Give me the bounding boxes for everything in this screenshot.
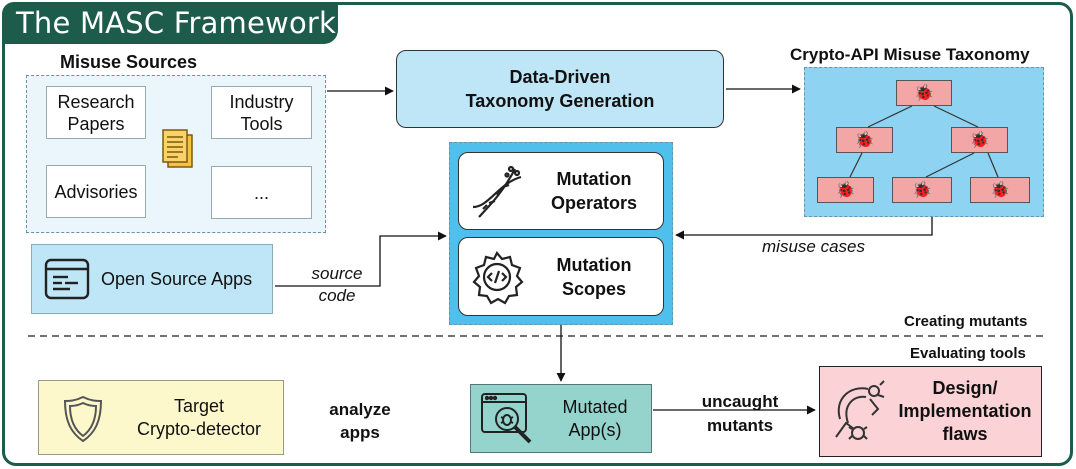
flaws-label: Design/ Implementation flaws bbox=[892, 367, 1038, 456]
flaws-box: Design/ Implementation flaws bbox=[819, 366, 1042, 457]
analyze-apps-line2: apps bbox=[340, 423, 380, 442]
phase-evaluating-label: Evaluating tools bbox=[910, 345, 1026, 362]
analyze-apps-label: analyze apps bbox=[320, 398, 400, 444]
bug-icon: 🐞 bbox=[835, 182, 856, 199]
open-source-apps-box: Open Source Apps bbox=[31, 244, 273, 314]
taxonomy-leaf-2: 🐞 bbox=[892, 177, 952, 203]
flaws-line1: Design/ bbox=[932, 378, 998, 398]
mutation-scopes-box: Mutation Scopes bbox=[458, 237, 664, 316]
mutation-operators-line1: Mutation bbox=[556, 169, 632, 189]
mutated-apps-label: Mutated App(s) bbox=[541, 385, 649, 452]
industry-tools-card: Industry Tools bbox=[211, 86, 312, 139]
source-code-line2: code bbox=[318, 286, 356, 305]
target-line1: Target bbox=[173, 395, 225, 416]
taxonomy-generation-line1: Data-Driven bbox=[509, 67, 611, 87]
uncaught-line2: mutants bbox=[706, 416, 774, 435]
gear-code-icon bbox=[469, 249, 525, 305]
analyze-apps-line1: analyze bbox=[329, 400, 391, 419]
framework-title: The MASC Framework bbox=[2, 2, 338, 44]
flaws-line3: flaws bbox=[942, 424, 988, 444]
bug-icon: 🐞 bbox=[854, 132, 875, 149]
taxonomy-leaf-3: 🐞 bbox=[970, 177, 1030, 203]
taxonomy-generation-box: Data-Driven Taxonomy Generation bbox=[396, 50, 724, 128]
source-code-label: source code bbox=[302, 263, 372, 307]
target-line2: Crypto-detector bbox=[136, 418, 262, 439]
terminal-window-icon bbox=[44, 258, 90, 300]
mutated-apps-line2: App(s) bbox=[568, 419, 622, 440]
taxonomy-node-right: 🐞 bbox=[951, 127, 1008, 153]
bug-icon: 🐞 bbox=[912, 182, 932, 199]
taxonomy-heading: Crypto-API Misuse Taxonomy bbox=[790, 45, 1030, 64]
shield-icon bbox=[63, 395, 103, 443]
uncaught-mutants-label: uncaught mutants bbox=[690, 390, 790, 438]
phase-creating-label: Creating mutants bbox=[904, 313, 1028, 330]
mutation-operators-label: Mutation Operators bbox=[529, 153, 659, 229]
target-detector-box: Target Crypto-detector bbox=[38, 380, 284, 455]
document-icon bbox=[160, 128, 196, 170]
bug-icon: 🐞 bbox=[969, 132, 990, 149]
target-detector-label: Target Crypto-detector bbox=[119, 381, 279, 454]
open-source-apps-label: Open Source Apps bbox=[101, 269, 253, 289]
robot-arm-bug-icon bbox=[830, 379, 892, 445]
flaws-line2: Implementation bbox=[898, 401, 1032, 421]
mutation-scopes-line2: Scopes bbox=[561, 278, 627, 299]
dna-icon bbox=[467, 163, 527, 223]
advisories-card: Advisories bbox=[46, 165, 146, 218]
mutated-apps-line1: Mutated bbox=[562, 396, 628, 417]
bug-icon: 🐞 bbox=[990, 182, 1010, 199]
source-code-line1: source bbox=[311, 264, 363, 283]
taxonomy-leaf-1: 🐞 bbox=[817, 177, 874, 203]
mutated-apps-box: Mutated App(s) bbox=[470, 384, 652, 453]
misuse-sources-heading: Misuse Sources bbox=[60, 52, 198, 72]
bug-search-icon bbox=[480, 392, 538, 447]
bug-icon: 🐞 bbox=[914, 85, 934, 102]
misuse-cases-label: misuse cases bbox=[762, 237, 865, 256]
taxonomy-generation-line2: Taxonomy Generation bbox=[465, 91, 655, 111]
more-sources-card: ... bbox=[211, 166, 312, 219]
mutation-operators-line2: Operators bbox=[550, 193, 638, 213]
mutation-operators-box: Mutation Operators bbox=[458, 152, 664, 230]
mutation-scopes-label: Mutation Scopes bbox=[529, 238, 659, 315]
taxonomy-node-root: 🐞 bbox=[896, 80, 952, 106]
mutation-scopes-line1: Mutation bbox=[556, 254, 632, 275]
uncaught-line1: uncaught bbox=[701, 392, 779, 411]
research-papers-card: Research Papers bbox=[46, 86, 146, 139]
taxonomy-node-left: 🐞 bbox=[836, 127, 893, 153]
